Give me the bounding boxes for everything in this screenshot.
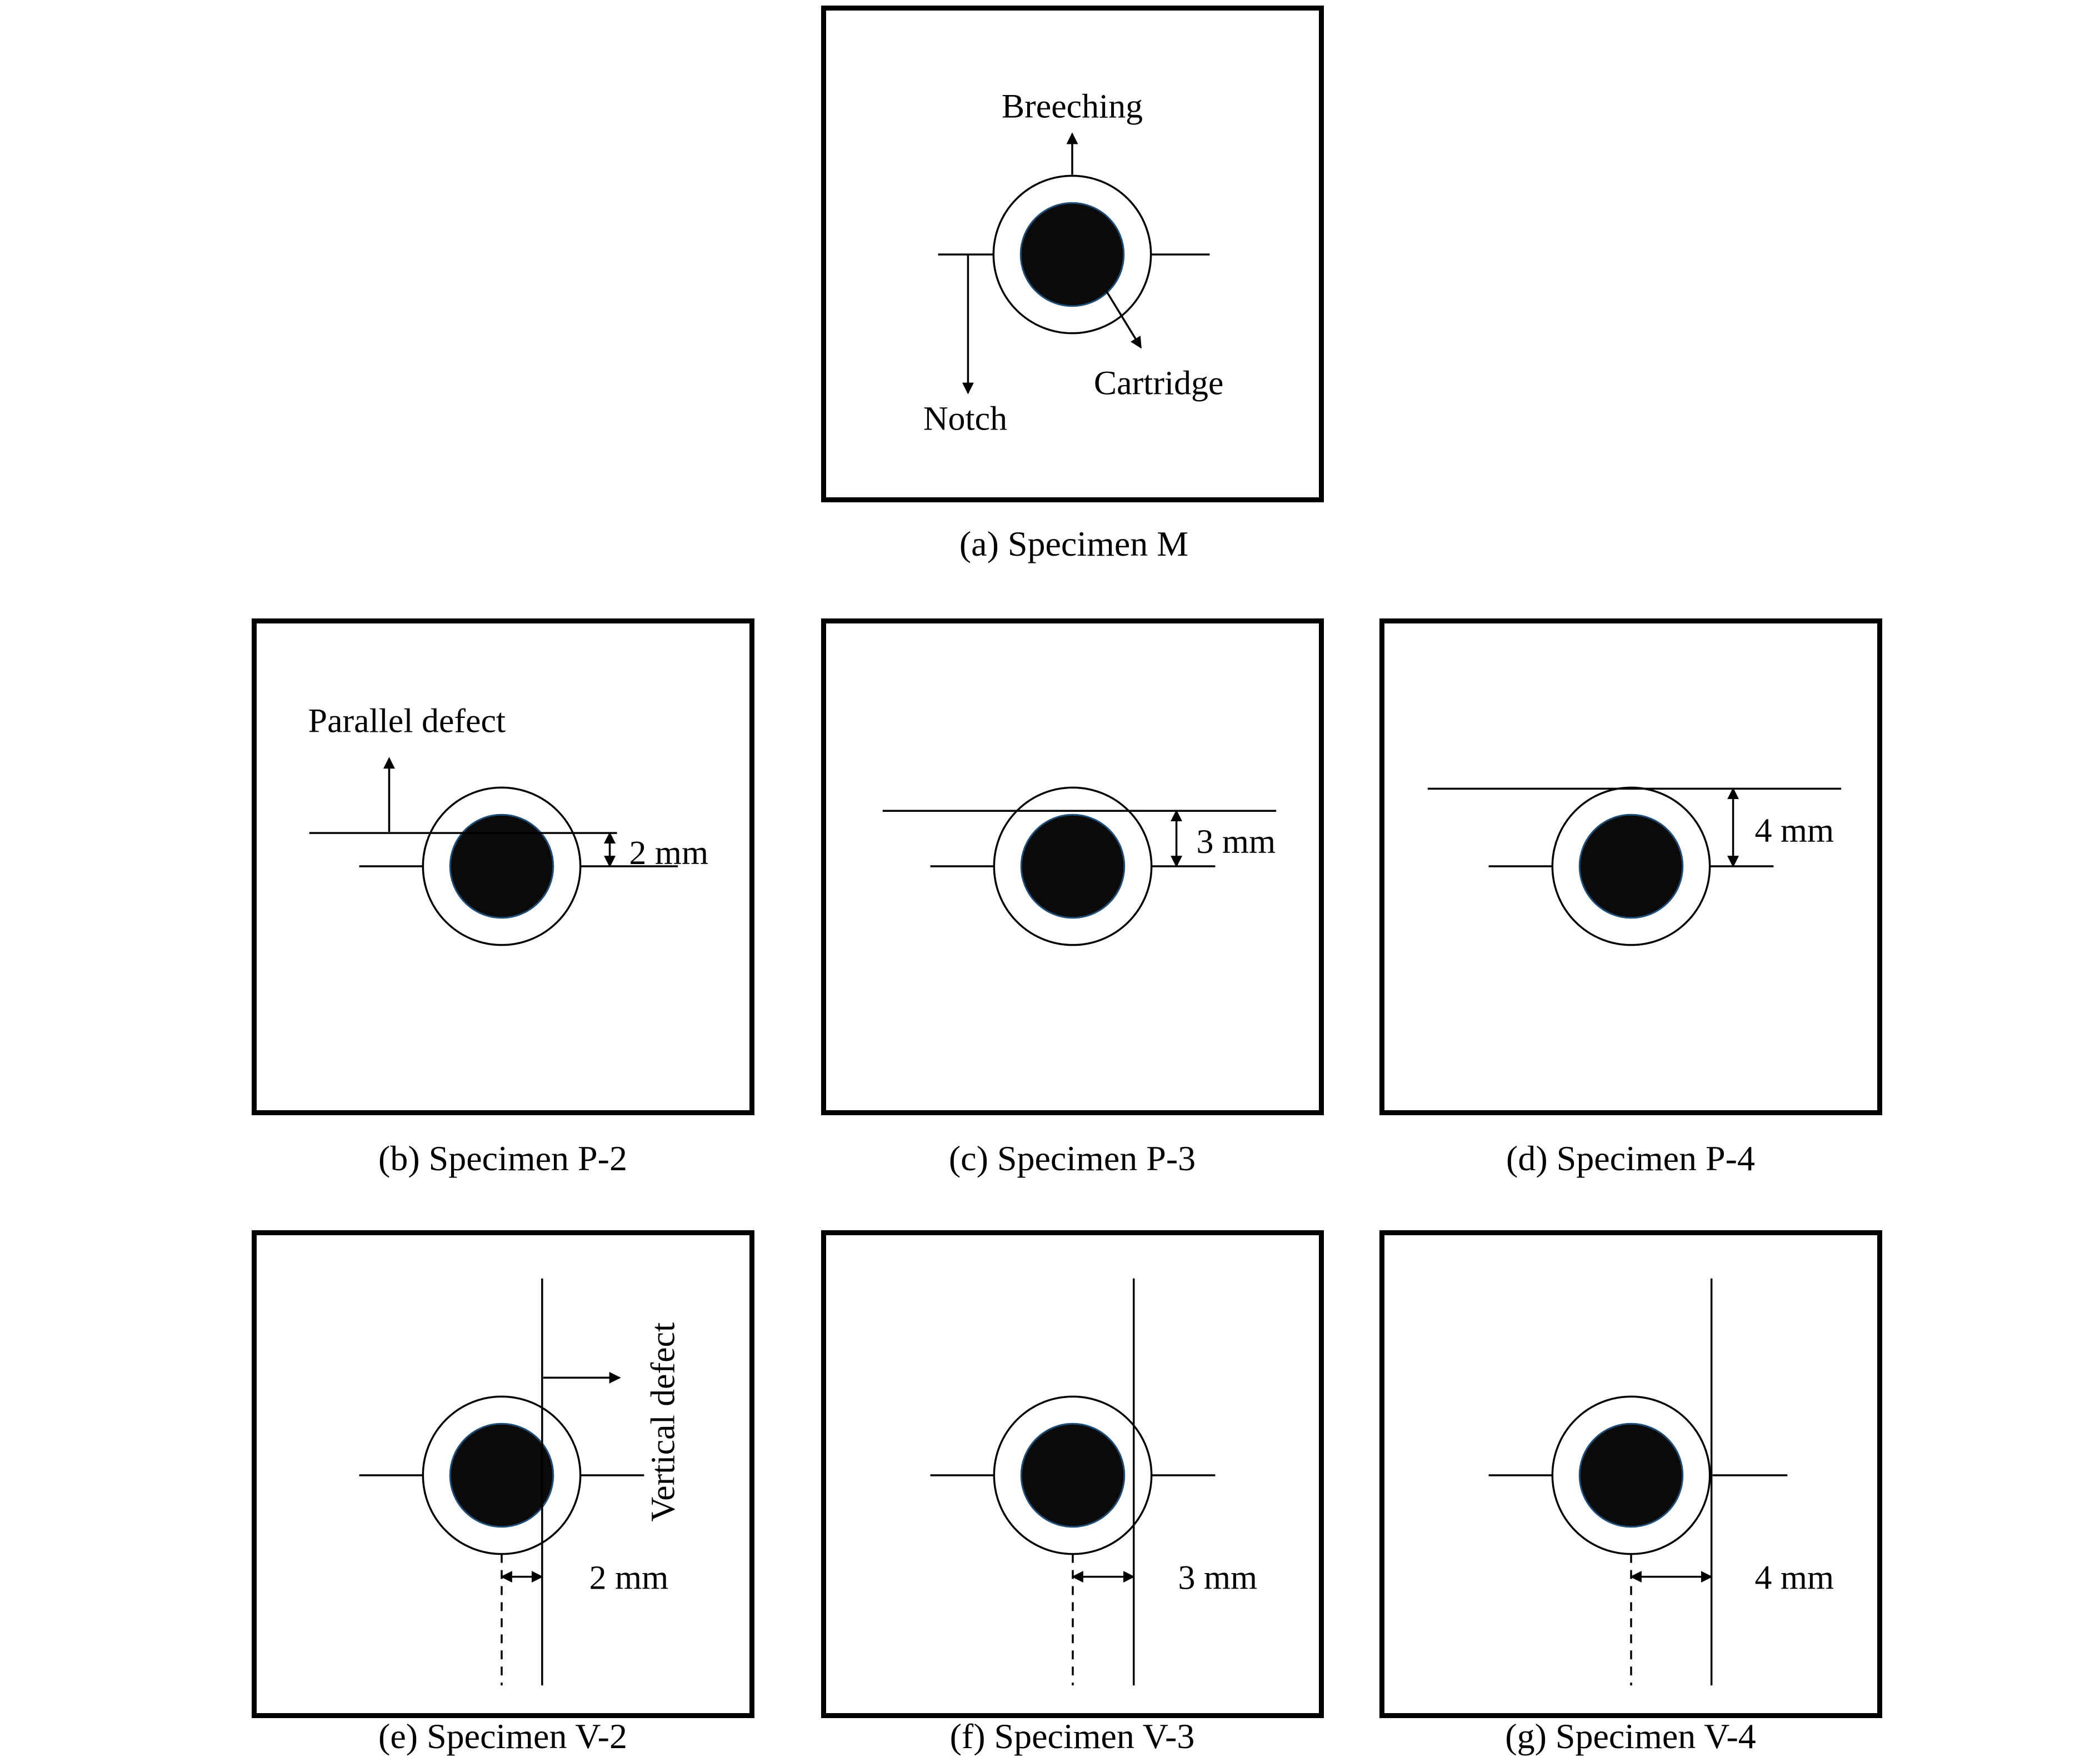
panel-c-drawing: 3 mm bbox=[882, 786, 1277, 946]
panel-f-drawing: 3 mm bbox=[930, 1278, 1258, 1686]
cartridge-annotation: Cartridge bbox=[1094, 289, 1224, 402]
cartridge-hole bbox=[422, 786, 582, 946]
cartridge-hole bbox=[422, 1395, 582, 1555]
offset-label: 2 mm bbox=[589, 1559, 669, 1597]
panel-g-specimen-v4: 4 mm bbox=[1379, 1230, 1882, 1718]
offset-label: 2 mm bbox=[629, 834, 708, 872]
cartridge-label: Cartridge bbox=[1094, 364, 1224, 402]
offset-dimension: 3 mm bbox=[1171, 810, 1276, 868]
cartridge-circle bbox=[1020, 813, 1126, 919]
panel-e-specimen-v2: Vertical defect 2 mm bbox=[252, 1230, 754, 1718]
cartridge-circle bbox=[1578, 813, 1684, 919]
panel-d-specimen-p4: 4 mm bbox=[1379, 618, 1882, 1115]
cartridge-circle bbox=[449, 813, 554, 919]
offset-label: 3 mm bbox=[1178, 1559, 1258, 1597]
cartridge-circle bbox=[1578, 1422, 1684, 1528]
cartridge-circle bbox=[449, 1422, 554, 1528]
vertical-defect-annotation: Vertical defect bbox=[543, 1322, 682, 1522]
cartridge-circle bbox=[1019, 202, 1125, 307]
cartridge-hole bbox=[992, 174, 1152, 335]
caption-a: (a) Specimen M bbox=[959, 524, 1189, 563]
caption-g: (g) Specimen V-4 bbox=[1505, 1716, 1756, 1756]
parallel-defect-label: Parallel defect bbox=[308, 702, 506, 740]
caption-d: (d) Specimen P-4 bbox=[1506, 1139, 1755, 1178]
offset-dimension: 2 mm bbox=[500, 1559, 669, 1597]
offset-label: 4 mm bbox=[1754, 812, 1834, 850]
cartridge-hole bbox=[993, 786, 1153, 946]
offset-dimension: 3 mm bbox=[1071, 1559, 1258, 1597]
caption-c: (c) Specimen P-3 bbox=[948, 1139, 1196, 1178]
offset-dimension: 2 mm bbox=[604, 832, 708, 872]
panel-b-drawing: Parallel defect 2 mm bbox=[308, 702, 708, 946]
panel-a-drawing: Notch Breeching Cartridge bbox=[923, 88, 1224, 438]
caption-b: (b) Specimen P-2 bbox=[378, 1139, 627, 1178]
notch-label: Notch bbox=[923, 400, 1007, 437]
cartridge-arrow bbox=[1105, 289, 1142, 349]
caption-e: (e) Specimen V-2 bbox=[378, 1716, 627, 1756]
panel-d-drawing: 4 mm bbox=[1427, 786, 1842, 946]
cartridge-hole bbox=[993, 1395, 1153, 1555]
cartridge-hole bbox=[1551, 786, 1711, 946]
caption-f: (f) Specimen V-3 bbox=[949, 1716, 1195, 1756]
offset-dimension: 4 mm bbox=[1727, 787, 1834, 868]
panel-b-specimen-p2: Parallel defect 2 mm bbox=[252, 618, 754, 1115]
cartridge-circle bbox=[1020, 1422, 1126, 1528]
panel-f-specimen-v3: 3 mm bbox=[821, 1230, 1324, 1718]
offset-label: 4 mm bbox=[1754, 1559, 1834, 1597]
breeching-annotation: Breeching bbox=[1002, 88, 1143, 175]
cartridge-hole bbox=[1551, 1395, 1711, 1555]
panel-a-specimen-m: Notch Breeching Cartridge bbox=[821, 6, 1324, 502]
panel-e-drawing: Vertical defect 2 mm bbox=[359, 1278, 682, 1686]
panel-g-drawing: 4 mm bbox=[1488, 1278, 1834, 1686]
offset-dimension: 4 mm bbox=[1629, 1559, 1834, 1597]
panel-c-specimen-p3: 3 mm bbox=[821, 618, 1324, 1115]
notch-annotation: Notch bbox=[923, 254, 1007, 437]
offset-label: 3 mm bbox=[1196, 823, 1276, 861]
breeching-label: Breeching bbox=[1002, 88, 1143, 126]
parallel-defect-annotation: Parallel defect bbox=[308, 702, 506, 832]
vertical-defect-label: Vertical defect bbox=[644, 1322, 682, 1522]
